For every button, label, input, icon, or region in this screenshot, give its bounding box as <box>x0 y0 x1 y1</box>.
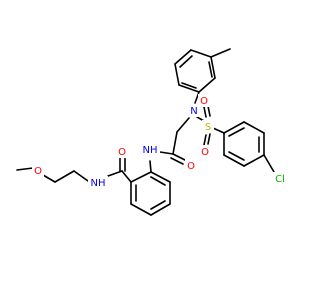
bond <box>207 105 211 117</box>
bond <box>170 157 184 165</box>
bond <box>174 49 192 65</box>
bond <box>121 170 132 183</box>
molecule-diagram: N S O O Cl NH O O NH O <box>16 48 288 216</box>
bond <box>176 117 190 133</box>
bond <box>159 151 174 155</box>
bond <box>190 49 212 58</box>
bond <box>223 154 245 167</box>
label-backdrop <box>198 94 210 107</box>
label-backdrop <box>116 145 128 158</box>
bond <box>150 171 171 183</box>
bond <box>42 174 56 183</box>
atom-o-sulfonyl-top: O <box>200 96 208 107</box>
bond <box>212 127 225 134</box>
label-backdrop <box>140 143 160 156</box>
bond <box>172 153 186 161</box>
atom-o-acetamide: O <box>187 161 195 172</box>
bond <box>130 171 152 183</box>
bond <box>174 63 180 86</box>
bond <box>203 134 207 146</box>
atom-s-sulfonyl: S <box>205 122 211 133</box>
bond <box>243 154 265 167</box>
atom-o-sulfonyl-bottom: O <box>201 147 209 158</box>
bond <box>181 82 197 89</box>
bond <box>263 154 275 173</box>
bond <box>107 170 123 177</box>
atom-nh-benzamide: NH <box>91 178 106 189</box>
label-backdrop <box>272 172 288 185</box>
bond <box>207 133 211 145</box>
bond <box>172 131 178 155</box>
bond <box>208 61 213 78</box>
bond <box>73 170 89 182</box>
label-backdrop <box>185 159 197 172</box>
bond <box>228 151 245 161</box>
label-backdrop <box>32 164 44 177</box>
label-backdrop <box>199 145 211 158</box>
bond <box>228 127 245 137</box>
label-backdrop <box>188 104 200 117</box>
bond <box>203 106 207 118</box>
bond <box>198 77 216 93</box>
atom-o-benzamide: O <box>118 147 126 158</box>
bond <box>130 203 152 216</box>
atom-n-sulfonamide: N <box>190 106 197 117</box>
bond <box>179 55 193 68</box>
bond <box>149 160 152 173</box>
bond <box>150 176 166 186</box>
bond <box>178 84 200 93</box>
label-backdrop <box>202 120 214 133</box>
bond <box>54 170 75 183</box>
bond <box>223 121 245 134</box>
structure-svg: N S O O Cl NH O O NH O <box>16 48 288 216</box>
bond <box>150 200 166 210</box>
atom-o-methoxy: O <box>34 166 42 177</box>
bond <box>150 203 171 216</box>
label-backdrop <box>88 176 108 189</box>
atom-labels: N S O O Cl NH O O NH O <box>32 94 288 189</box>
bond <box>210 48 231 58</box>
bonds <box>16 48 275 216</box>
atom-nh-amide: NH <box>143 145 158 156</box>
bond <box>16 167 34 171</box>
atom-cl: Cl <box>275 174 285 185</box>
bond <box>210 56 216 79</box>
bond <box>243 121 265 134</box>
bond <box>194 91 200 104</box>
